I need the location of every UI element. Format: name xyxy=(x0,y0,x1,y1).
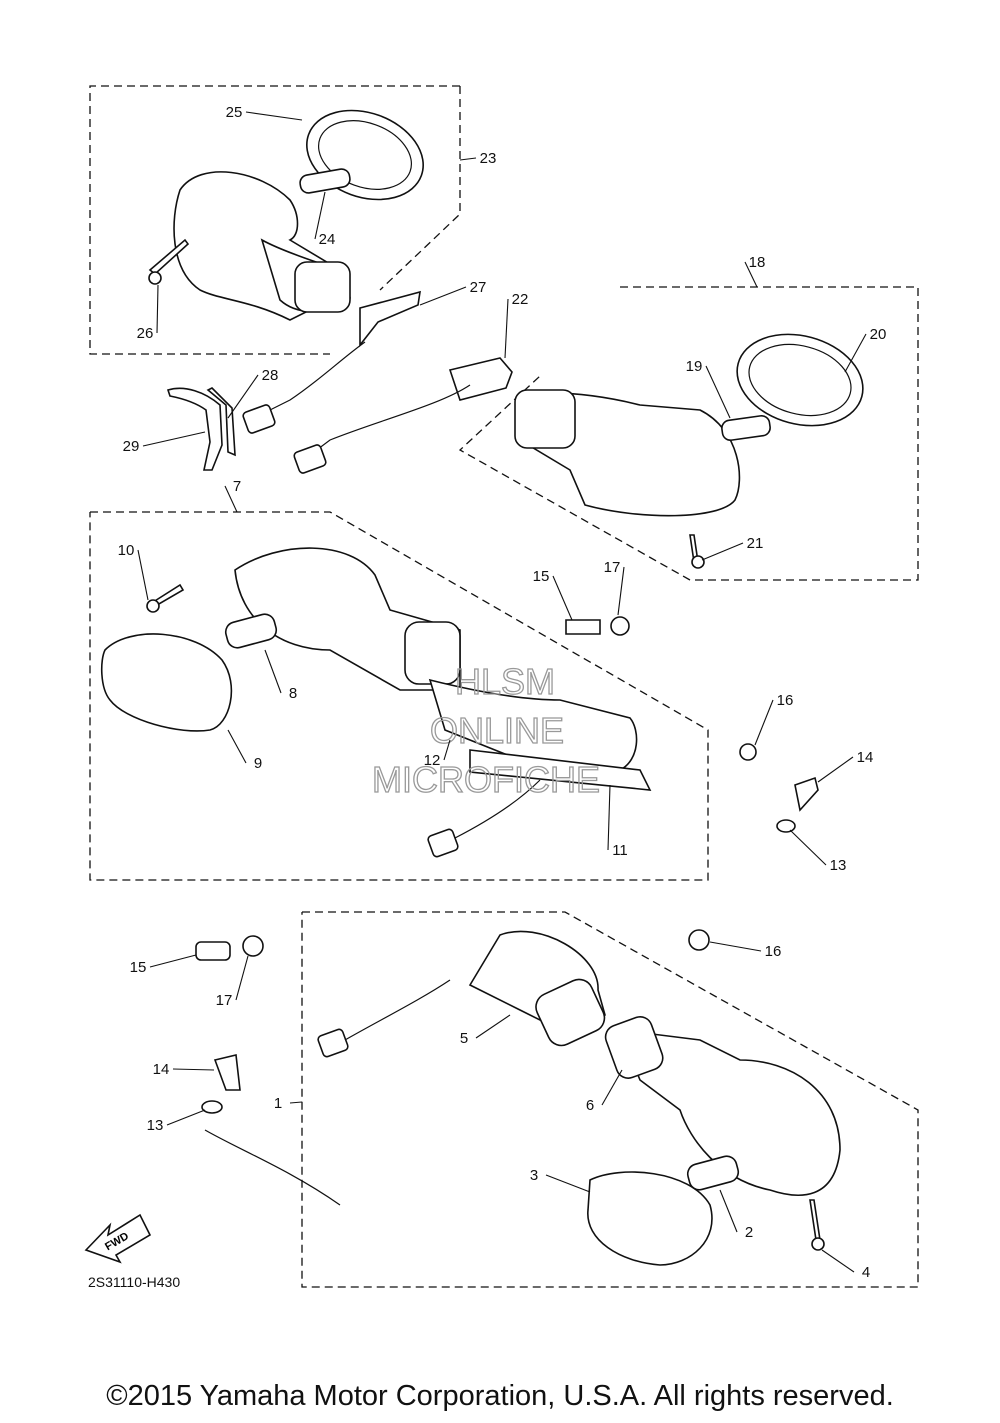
watermark: HLSM ONLINE MICROFICHE xyxy=(371,660,600,800)
leader-line-16-lower xyxy=(709,941,762,952)
leader-line-14 xyxy=(817,756,854,783)
flasher-assembly-23 xyxy=(148,109,424,348)
callout-15[interactable]: 15 xyxy=(533,568,550,585)
callout-2[interactable]: 2 xyxy=(745,1224,753,1241)
leader-line-18 xyxy=(744,261,758,288)
callout-10[interactable]: 10 xyxy=(118,542,135,559)
callout-5[interactable]: 5 xyxy=(460,1030,468,1047)
copyright-notice: ©2015 Yamaha Motor Corporation, U.S.A. A… xyxy=(106,1380,894,1412)
callout-21[interactable]: 21 xyxy=(747,535,764,552)
leader-line-27 xyxy=(419,286,467,306)
leader-line-12 xyxy=(443,739,451,761)
callout-26[interactable]: 26 xyxy=(137,325,154,342)
callout-numbers: 1234567891011121314151617181920212223242… xyxy=(118,104,887,1281)
leader-line-19 xyxy=(705,365,731,419)
leader-line-10 xyxy=(137,549,149,601)
leader-line-23 xyxy=(459,157,477,161)
callout-17[interactable]: 17 xyxy=(604,559,621,576)
leader-line-2 xyxy=(719,1189,738,1233)
callout-29[interactable]: 29 xyxy=(123,438,140,455)
callout-23[interactable]: 23 xyxy=(480,150,497,167)
callout-3[interactable]: 3 xyxy=(530,1167,538,1184)
leader-line-6 xyxy=(601,1069,623,1106)
callout-22[interactable]: 22 xyxy=(512,291,529,308)
callout-7[interactable]: 7 xyxy=(233,478,241,495)
leader-line-1 xyxy=(289,1101,303,1104)
flasher-assembly-1 xyxy=(317,930,841,1266)
leader-line-25 xyxy=(245,111,303,121)
flasher-assembly-18 xyxy=(514,333,864,569)
callout-28[interactable]: 28 xyxy=(262,367,279,384)
wire-harness-top xyxy=(166,341,471,474)
group-18-boundary xyxy=(458,286,919,581)
leader-line-29 xyxy=(142,431,206,447)
group-7-boundary xyxy=(89,511,709,881)
callout-18[interactable]: 18 xyxy=(749,254,766,271)
callout-16[interactable]: 16 xyxy=(777,692,794,709)
diagram-code: 2S31110-H430 xyxy=(88,1274,180,1290)
leader-line-15 xyxy=(552,575,573,621)
callout-13[interactable]: 13 xyxy=(830,857,847,874)
lower-loose-parts xyxy=(195,929,710,1206)
watermark-line-2: ONLINE xyxy=(430,710,564,751)
leader-line-9 xyxy=(227,729,247,764)
leader-line-13-lower xyxy=(166,1109,206,1126)
forward-direction-arrow: FWD xyxy=(84,1213,152,1264)
callout-24[interactable]: 24 xyxy=(319,231,336,248)
leader-line-15-lower xyxy=(149,954,197,968)
leader-line-24 xyxy=(314,191,326,240)
callout-8[interactable]: 8 xyxy=(289,685,297,702)
leader-line-3 xyxy=(545,1174,591,1193)
callout-13-lower[interactable]: 13 xyxy=(147,1117,164,1134)
callout-11[interactable]: 11 xyxy=(612,842,628,859)
callout-19[interactable]: 19 xyxy=(686,358,703,375)
leader-line-14-lower xyxy=(172,1068,215,1071)
leader-line-7 xyxy=(224,485,238,513)
bracket-22 xyxy=(448,357,513,401)
group-23-boundary xyxy=(89,85,461,355)
callout-17-lower[interactable]: 17 xyxy=(216,992,233,1009)
callout-25[interactable]: 25 xyxy=(226,104,243,121)
callout-1[interactable]: 1 xyxy=(274,1095,282,1112)
leader-line-17 xyxy=(617,566,625,616)
watermark-line-1: HLSM xyxy=(455,661,555,702)
group-1-boundary xyxy=(301,911,919,1288)
leader-line-17-lower xyxy=(235,955,249,1001)
leader-lines xyxy=(137,111,867,1273)
leader-line-5 xyxy=(475,1014,511,1039)
leader-line-4 xyxy=(821,1249,855,1273)
leader-line-21 xyxy=(701,542,744,561)
leader-line-8 xyxy=(264,649,282,694)
callout-27[interactable]: 27 xyxy=(470,279,487,296)
leader-line-22 xyxy=(504,298,509,359)
leader-line-26 xyxy=(156,284,159,334)
callout-15-lower[interactable]: 15 xyxy=(130,959,147,976)
callout-4[interactable]: 4 xyxy=(862,1264,870,1281)
flasher-assembly-7 xyxy=(100,547,819,858)
leader-line-11 xyxy=(607,784,611,851)
leader-line-28 xyxy=(227,374,259,419)
watermark-line-3: MICROFICHE xyxy=(372,759,600,800)
callout-14[interactable]: 14 xyxy=(857,749,874,766)
leader-line-20 xyxy=(844,333,867,373)
callout-12[interactable]: 12 xyxy=(424,752,441,769)
leader-line-13 xyxy=(789,829,827,866)
leader-line-16 xyxy=(754,699,774,746)
callout-6[interactable]: 6 xyxy=(586,1097,594,1114)
callout-14-lower[interactable]: 14 xyxy=(153,1061,170,1078)
callout-9[interactable]: 9 xyxy=(254,755,262,772)
callout-16-lower[interactable]: 16 xyxy=(765,943,782,960)
callout-20[interactable]: 20 xyxy=(870,326,887,343)
